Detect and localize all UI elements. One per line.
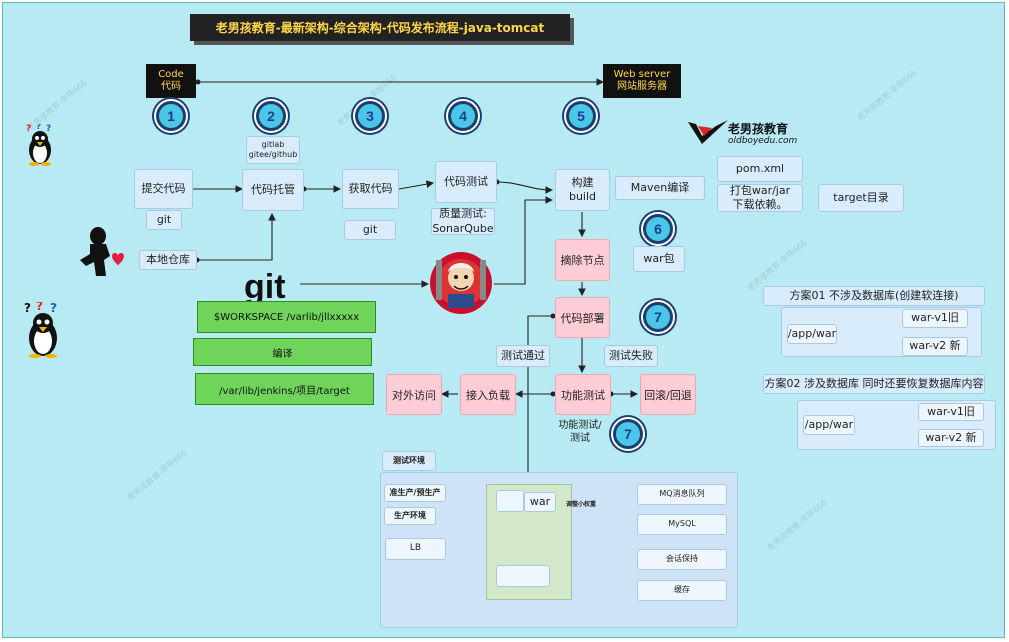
lb-box: LB xyxy=(385,538,446,560)
service-mysql: MySQL xyxy=(637,514,727,535)
service-mq: MQ消息队列 xyxy=(637,484,727,505)
oldboy-logo-icon xyxy=(686,118,730,146)
war-package-box: war包 xyxy=(633,246,685,272)
svg-text:?: ? xyxy=(36,302,43,313)
war-slot xyxy=(496,490,524,512)
plan2-v1: war-v1旧 xyxy=(918,403,984,421)
local-repo-box: 本地仓库 xyxy=(139,250,197,270)
function-test-box: 功能测试 xyxy=(555,374,611,415)
adjust-weight-label: 调整小权重 xyxy=(566,501,597,508)
step-2-icon: 2 xyxy=(254,99,288,133)
plan1-path: /app/war xyxy=(787,324,837,344)
git-label-box: git xyxy=(146,210,182,230)
target-dir-box: target目录 xyxy=(818,184,904,212)
svg-text:?: ? xyxy=(26,124,31,134)
plan2-title: 方案02 涉及数据库 同时还要恢复数据库内容 xyxy=(763,374,985,394)
web-server-box: Web server 网站服务器 xyxy=(603,64,681,98)
test-fail-box: 测试失败 xyxy=(604,345,658,367)
step-1-icon: 1 xyxy=(154,99,188,133)
pom-xml-box: pom.xml xyxy=(717,156,803,182)
maven-box: Maven编译 xyxy=(615,176,705,200)
package-box: 打包war/jar 下载依赖。 xyxy=(717,184,803,212)
plan1-title: 方案01 不涉及数据库(创建软连接) xyxy=(763,286,985,306)
jenkins-icon xyxy=(428,250,494,316)
submit-code-box: 提交代码 xyxy=(134,169,193,209)
plan2-path: /app/war xyxy=(803,415,855,435)
plan1-v2: war-v2 新 xyxy=(902,337,968,356)
step-4-icon: 4 xyxy=(446,99,480,133)
quality-test-box: 质量测试: SonarQube xyxy=(431,207,495,235)
brand-url: oldboyedu.com xyxy=(728,136,798,146)
svg-text:?: ? xyxy=(46,124,51,134)
compile-box: 编译 xyxy=(193,338,372,366)
svg-text:?: ? xyxy=(50,302,57,315)
gitlab-label: gitlab gitee/github xyxy=(246,136,300,164)
code-hosting-box: 代码托管 xyxy=(242,169,304,211)
service-cache: 缓存 xyxy=(637,580,727,601)
plan2-v2: war-v2 新 xyxy=(918,429,984,447)
function-test-label: 功能测试/ 测试 xyxy=(558,420,602,444)
git-logo: git xyxy=(244,268,286,306)
service-session: 会话保持 xyxy=(637,549,727,570)
code-box: Code 代码 xyxy=(146,64,196,98)
plan1-v1: war-v1旧 xyxy=(902,309,968,328)
step-7-icon: 7 xyxy=(611,417,645,451)
page-title: 老男孩教育-最新架构-综合架构-代码发布流程-java-tomcat xyxy=(190,14,570,41)
external-access-box: 对外访问 xyxy=(386,374,442,415)
preprod-label: 准生产/预生产 xyxy=(384,484,446,502)
deploy-box: 代码部署 xyxy=(555,297,610,338)
test-pass-box: 测试通过 xyxy=(496,345,550,367)
step-5-icon: 5 xyxy=(564,99,598,133)
fetch-code-box: 获取代码 xyxy=(342,169,399,209)
code-test-box: 代码测试 xyxy=(435,161,497,203)
svg-text:?: ? xyxy=(24,302,31,315)
step-6-icon: 6 xyxy=(641,212,675,246)
workspace-box: $WORKSPACE /varlib/jllxxxxx xyxy=(197,301,376,333)
rollback-box: 回滚/回退 xyxy=(640,374,696,415)
prod-label: 生产环境 xyxy=(384,507,436,525)
penguin-icon: ??? xyxy=(22,299,64,358)
build-box: 构建 build xyxy=(555,169,610,211)
penguin-icon: ??? xyxy=(24,122,56,166)
war-box: war xyxy=(524,492,556,512)
load-balance-box: 接入负载 xyxy=(460,374,516,415)
silhouette-icon xyxy=(76,226,126,278)
brand-name: 老男孩教育 xyxy=(728,122,789,136)
step-7-icon: 7 xyxy=(641,300,675,334)
remove-node-box: 摘除节点 xyxy=(555,239,610,281)
git-label-box: git xyxy=(344,220,396,240)
test-env-label: 测试环境 xyxy=(382,451,436,471)
svg-text:?: ? xyxy=(36,124,41,132)
step-3-icon: 3 xyxy=(353,99,387,133)
target-path-box: /var/lib/jenkins/项目/target xyxy=(195,373,374,405)
server-slot xyxy=(496,565,550,587)
